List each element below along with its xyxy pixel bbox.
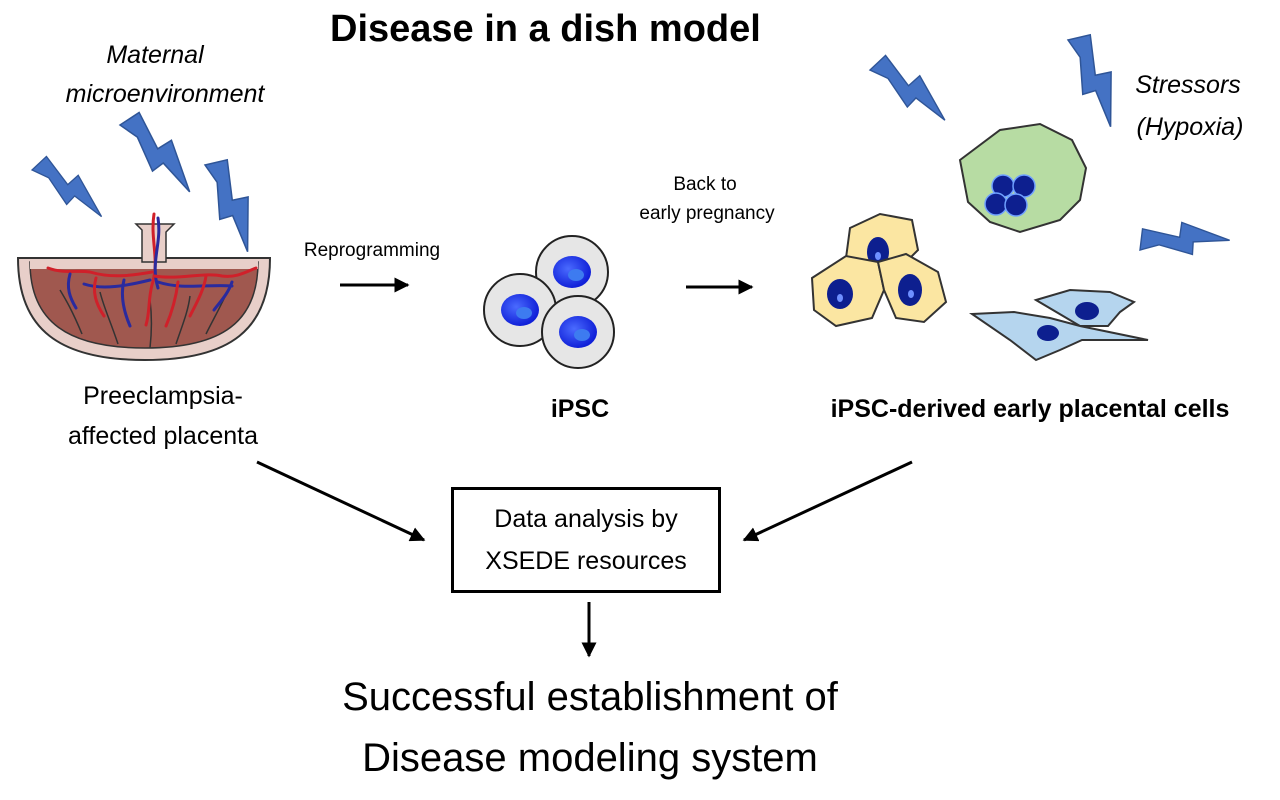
maternal-label-line1: Maternal — [106, 41, 204, 69]
yellow-cell — [876, 252, 948, 324]
ipsc-cluster — [483, 235, 615, 369]
blue-cell — [968, 310, 1149, 362]
back-to-label-line1: Back to — [673, 174, 737, 195]
yellow-cell — [810, 254, 886, 328]
lightning-bolt-icon — [1132, 199, 1231, 288]
placenta-illustration — [16, 212, 272, 362]
stressors-label-line2: (Hypoxia) — [1136, 113, 1244, 141]
ipsc-cell — [483, 273, 557, 347]
result-line2: Disease modeling system — [362, 736, 818, 780]
analysis-box-line2: XSEDE resources — [485, 547, 687, 575]
placenta-label-line1: Preeclampsia- — [83, 382, 243, 410]
result-line1: Successful establishment of — [342, 675, 838, 719]
stressors-label-line1: Stressors — [1135, 71, 1241, 99]
arrow-cells-to-analysis — [742, 460, 913, 542]
green-cell — [958, 122, 1088, 234]
arrow-placenta-to-analysis — [256, 460, 426, 542]
diagram-title: Disease in a dish model — [330, 8, 761, 50]
lightning-bolt-icon — [866, 43, 946, 140]
arrows — [256, 277, 913, 658]
derived-cells-cluster — [810, 122, 1149, 362]
maternal-label-line2: microenvironment — [65, 80, 265, 108]
ipsc-label: iPSC — [550, 395, 610, 423]
derived-cells-label: iPSC-derived early placental cells — [830, 395, 1230, 423]
ipsc-cell — [541, 295, 615, 369]
lightning-bolt-icon — [117, 105, 191, 203]
back-to-label-line2: early pregnancy — [639, 203, 775, 224]
reprogramming-label: Reprogramming — [303, 240, 441, 261]
placenta-label-line2: affected placenta — [68, 422, 258, 450]
lightning-bolt-icon — [1053, 30, 1127, 128]
analysis-box-line1: Data analysis by — [494, 505, 678, 533]
lightning-bolt-icon — [28, 145, 103, 235]
analysis-box — [451, 487, 721, 593]
lightning-bolt-icon — [190, 155, 264, 253]
